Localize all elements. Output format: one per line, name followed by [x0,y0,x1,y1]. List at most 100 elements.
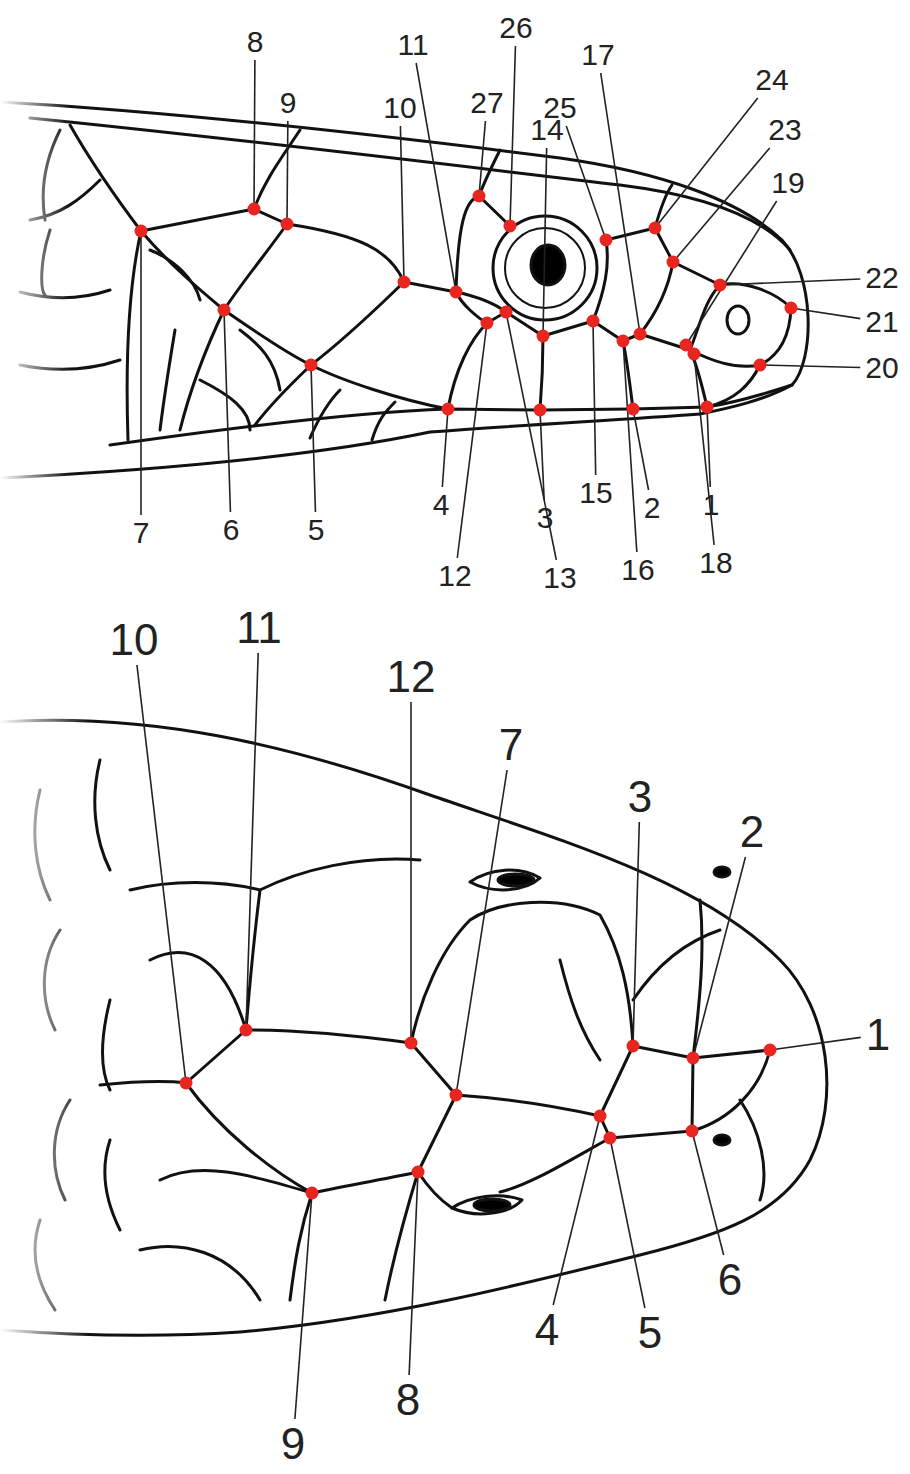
landmark-dot [218,304,231,317]
callout-number: 13 [543,563,576,593]
landmark-dot [442,403,455,416]
callout-number: 11 [397,30,428,60]
leader-line [720,279,860,285]
landmark-dot [714,279,727,292]
landmark-dot [450,1089,463,1102]
landmark-dot [667,256,680,269]
callout-number: 2 [740,810,764,854]
callout-number: 4 [433,490,450,520]
callout-number: 16 [621,555,654,585]
leader-line [246,653,258,1030]
callout-number: 5 [638,1311,662,1355]
landmark-dot [504,220,517,233]
landmark-dot [594,1110,607,1123]
leader-line [456,770,507,1095]
leader-line [770,1037,861,1050]
callout-number: 3 [537,503,554,533]
callout-number: 1 [703,490,720,520]
fade-overlay [0,700,90,1350]
landmark-dot [534,404,547,417]
fade-overlay [0,95,70,495]
landmark-dot [687,1052,700,1065]
leader-line [442,409,448,487]
leader-lines [137,46,861,1419]
callout-number: 20 [865,353,898,383]
callout-number: 24 [755,65,788,95]
callout-number: 17 [581,40,614,70]
landmark-dot [649,222,662,235]
callout-number: 3 [628,775,652,819]
callout-number: 7 [499,723,523,767]
leader-line [311,365,315,512]
landmark-dot [617,335,630,348]
leader-line [686,201,777,345]
lateral-head [0,102,808,478]
landmark-dot [686,1125,699,1138]
leader-line [140,231,142,515]
leader-line [760,365,860,367]
callout-number: 4 [535,1308,559,1352]
leader-line [673,148,770,262]
leader-line [137,665,186,1083]
callout-number: 26 [499,13,532,43]
leader-line [553,1116,600,1305]
landmark-dot [135,225,148,238]
leader-line [543,148,547,336]
callout-number: 10 [110,618,159,662]
landmark-dot [305,359,318,372]
landmark-dot [281,218,294,231]
callout-number: 12 [387,655,436,699]
leader-line [416,63,456,292]
leader-line [295,1193,312,1419]
callout-number: 9 [281,1422,305,1466]
leader-line [692,1131,724,1255]
landmark-dot [450,286,463,299]
leader-line [791,308,860,319]
landmark-dot [500,306,513,319]
landmark-dot [412,1166,425,1179]
leader-line [510,46,515,226]
callout-number: 25 [543,93,576,123]
landmark-dot [600,234,613,247]
callout-number: 7 [133,518,150,548]
leader-line [623,341,637,552]
callout-number: 22 [865,263,898,293]
leader-line [506,312,556,560]
leader-line [224,310,230,512]
callout-number: 11 [236,606,282,650]
callout-number: 8 [247,27,264,57]
landmark-dot [764,1044,777,1057]
leader-line [286,121,288,224]
callout-number: 23 [768,115,801,145]
callout-number: 15 [579,478,612,508]
landmark-dot [398,276,411,289]
callout-number: 21 [865,307,898,337]
landmark-dot [473,190,486,203]
leader-line [409,1172,418,1375]
callout-number: 10 [383,93,416,123]
landmark-dot [537,330,550,343]
leader-line [253,60,255,209]
leader-line [566,126,606,240]
callout-number: 8 [396,1378,420,1422]
landmark-dot [627,403,640,416]
landmark-dot [180,1077,193,1090]
landmark-dot [627,1040,640,1053]
landmark-dot [248,203,261,216]
landmark-dot [754,359,767,372]
landmark-dot [240,1024,253,1037]
leader-line [457,323,487,558]
leader-line [400,126,404,282]
callout-number: 27 [470,88,503,118]
landmark-dot [306,1187,319,1200]
landmark-dots [135,190,798,1200]
leader-line [655,98,758,228]
landmark-dot [701,401,714,414]
leader-line [633,822,639,1046]
landmark-dot [587,315,600,328]
landmark-dot [405,1037,418,1050]
callout-number: 18 [699,548,732,578]
dorsal-head [0,720,827,1335]
